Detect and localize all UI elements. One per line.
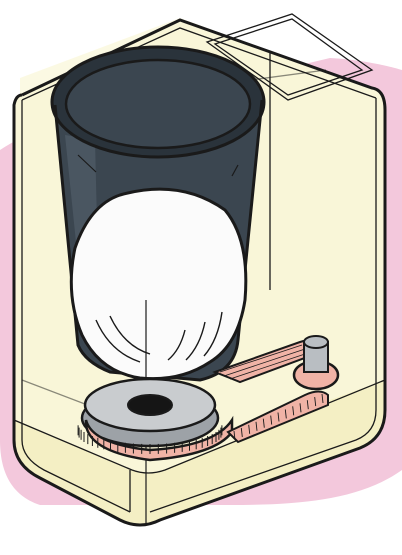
motor-pulley-top	[304, 336, 328, 348]
drum-opening	[66, 60, 250, 148]
liner	[71, 189, 246, 379]
turntable-hub	[128, 395, 172, 415]
